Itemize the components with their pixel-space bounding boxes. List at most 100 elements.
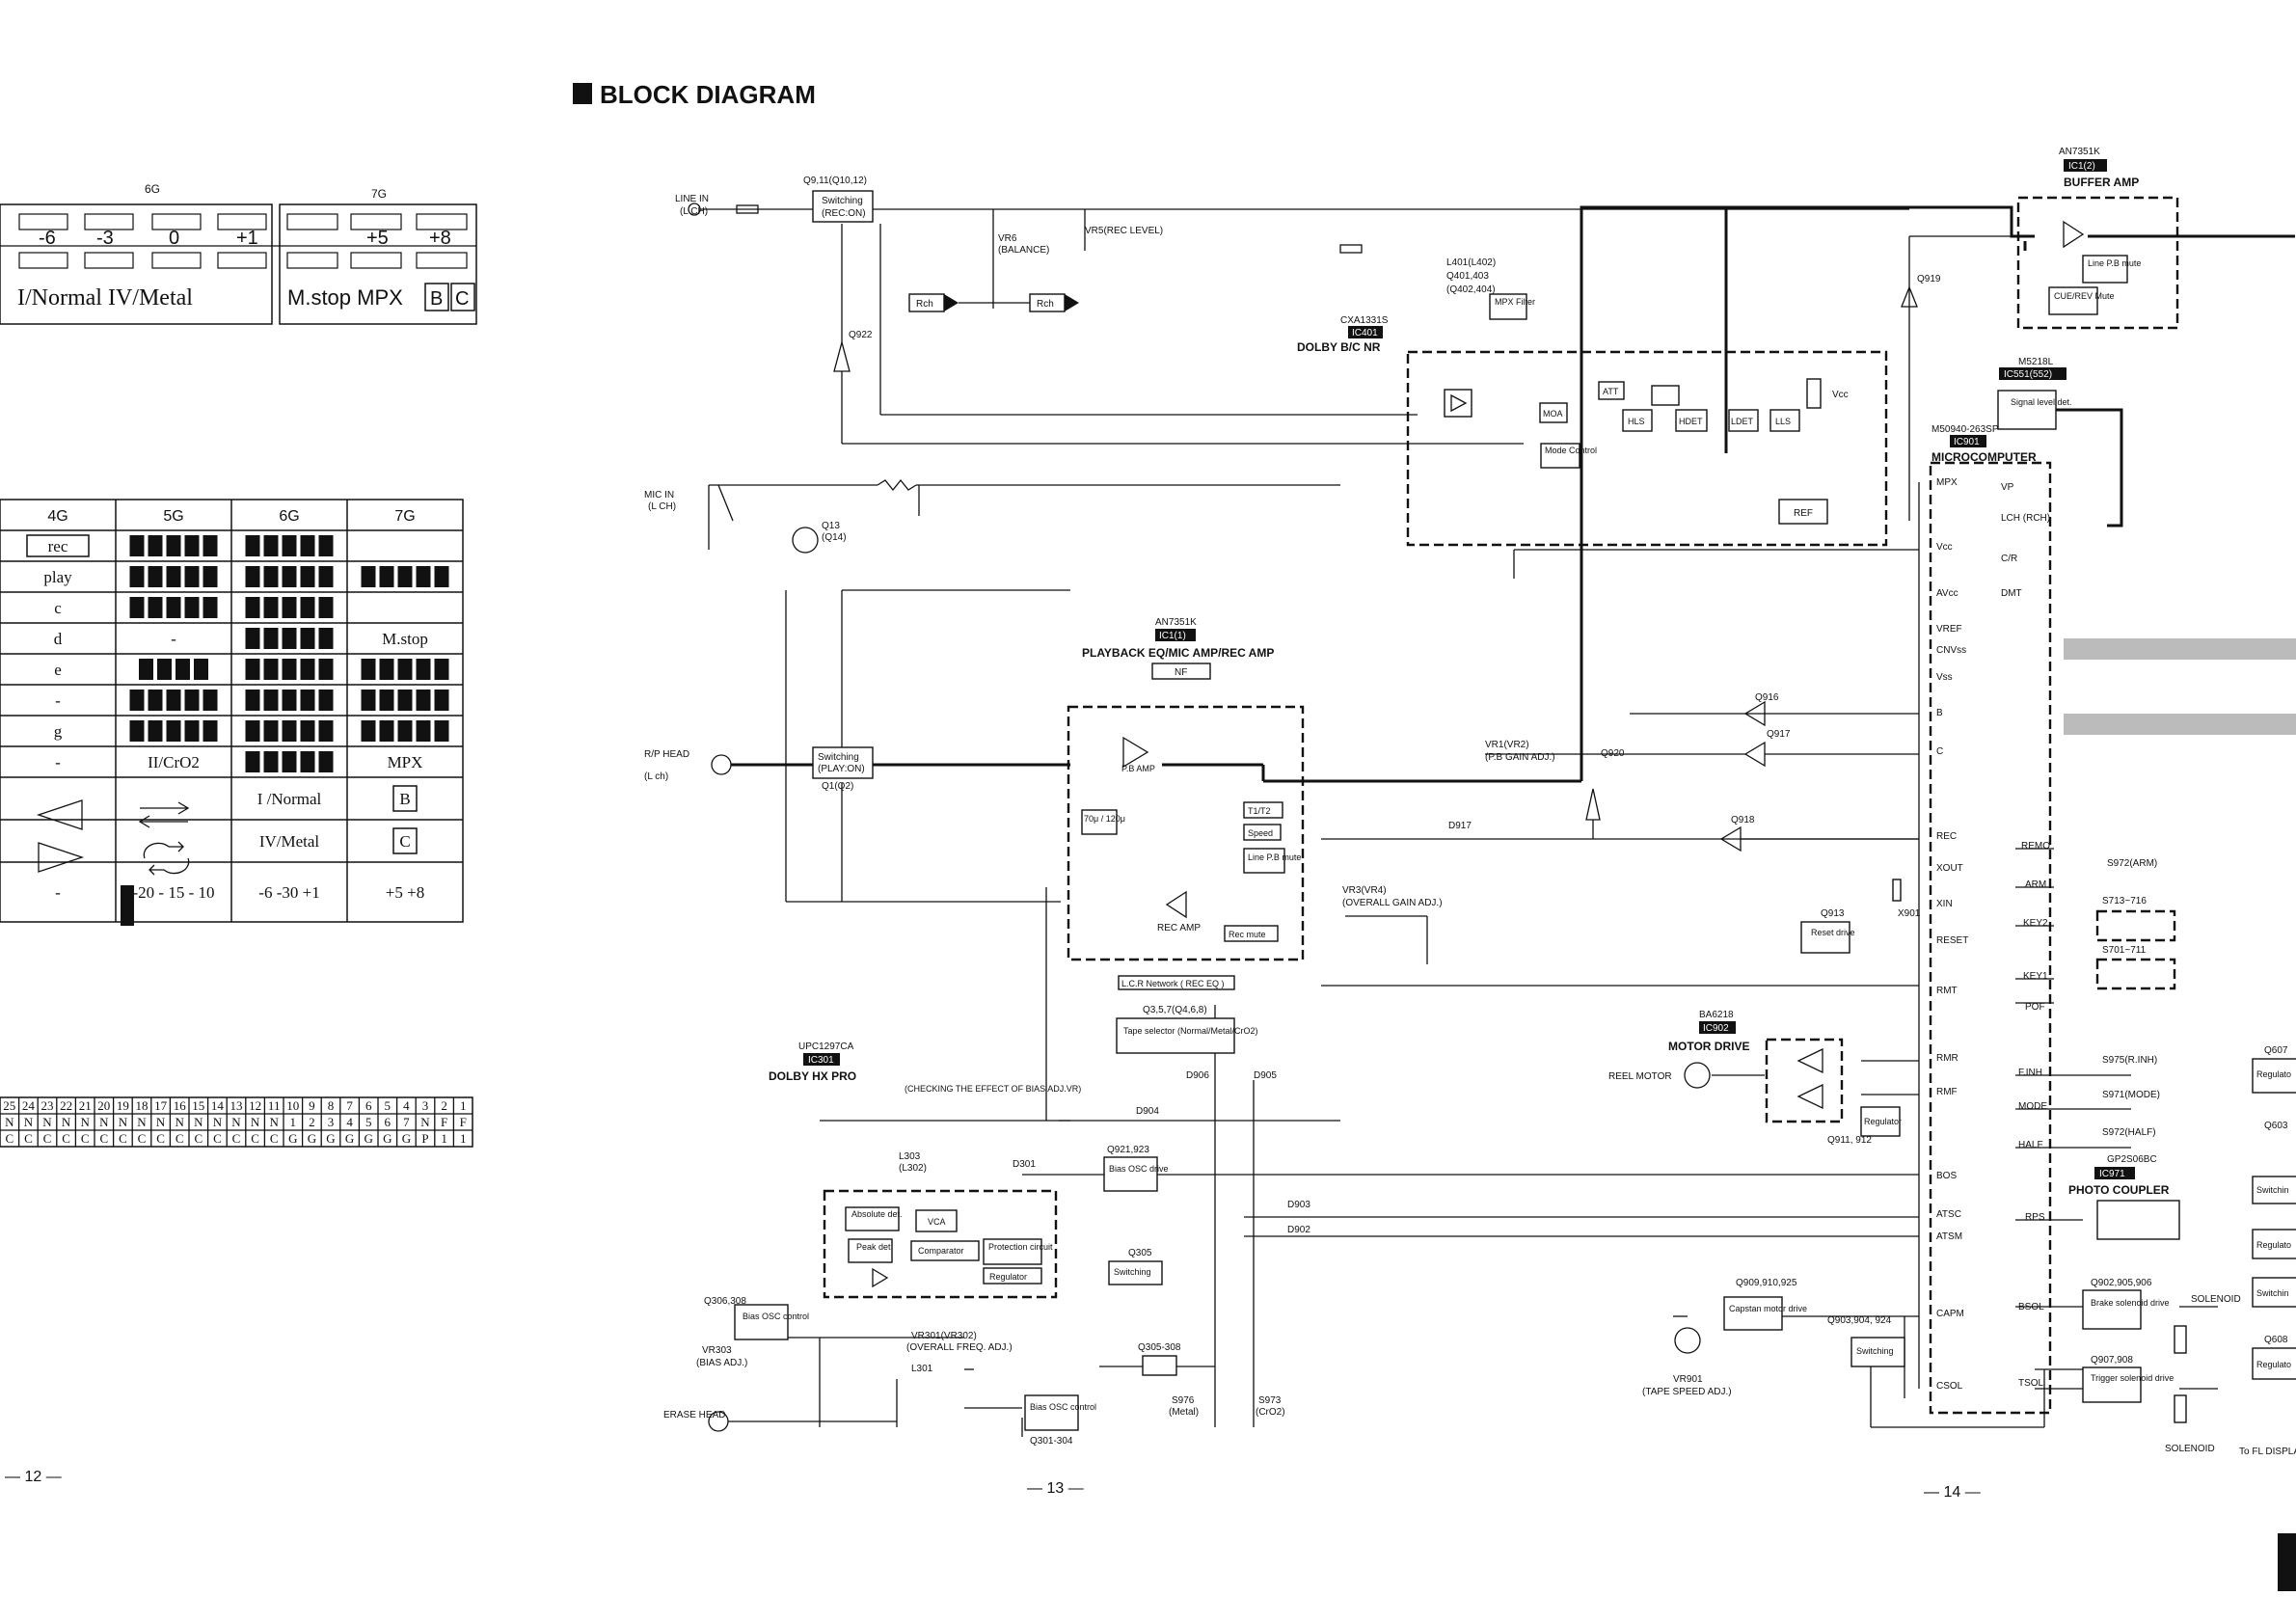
pin-cell: C	[270, 1131, 279, 1146]
seg-cell: play	[43, 568, 72, 586]
svg-text:Q301-304: Q301-304	[1030, 1436, 1073, 1447]
svg-text:S975(R.INH): S975(R.INH)	[2102, 1055, 2157, 1066]
svg-text:(L302): (L302)	[899, 1163, 927, 1174]
svg-text:Bias OSC control: Bias OSC control	[743, 1312, 809, 1321]
pin-cell: G	[308, 1131, 316, 1146]
svg-text:Q1(Q2): Q1(Q2)	[822, 781, 853, 792]
seg-cell: B	[399, 790, 410, 808]
pin-cell: 5	[385, 1098, 392, 1113]
pin-cell: 5	[365, 1115, 372, 1129]
svg-text:M5218L: M5218L	[2018, 357, 2054, 367]
segment-block	[361, 720, 376, 742]
segment-block	[245, 751, 260, 772]
pin-cell: C	[24, 1131, 33, 1146]
svg-text:Regulato: Regulato	[2256, 1240, 2291, 1250]
segment-block	[282, 690, 297, 711]
svg-text:IC551(552): IC551(552)	[2004, 369, 2052, 380]
svg-text:IC1(2): IC1(2)	[2068, 161, 2095, 172]
segment-block	[416, 690, 431, 711]
svg-text:D917: D917	[1448, 821, 1472, 831]
segment-block	[361, 566, 376, 587]
pin-cell: C	[251, 1131, 259, 1146]
pin-cell: N	[119, 1115, 128, 1129]
mc-pin-label: CSOL	[1936, 1381, 1963, 1392]
segment-block	[300, 597, 315, 618]
segment-block	[379, 720, 394, 742]
pin-cell: G	[345, 1131, 354, 1146]
svg-text:Q3,5,7(Q4,6,8): Q3,5,7(Q4,6,8)	[1143, 1005, 1207, 1015]
digit-6g-1: -3	[96, 228, 114, 249]
page-number-13: — 13 —	[1027, 1480, 1084, 1497]
seg-cell: g	[54, 722, 63, 741]
svg-text:Q907,908: Q907,908	[2091, 1355, 2133, 1366]
digit-6g-3: +1	[236, 228, 258, 249]
pin-cell: N	[24, 1115, 34, 1129]
svg-text:ATT: ATT	[1603, 387, 1619, 396]
segment-block	[148, 566, 163, 587]
mc-pin-label: VREF	[1936, 624, 1962, 635]
svg-text:Capstan motor drive: Capstan motor drive	[1729, 1304, 1807, 1313]
segment-block	[148, 597, 163, 618]
segment-block	[245, 720, 260, 742]
svg-text:ERASE HEAD: ERASE HEAD	[663, 1410, 725, 1420]
mc-pin-label-right: LCH (RCH)	[2001, 513, 2050, 524]
segment-block	[434, 659, 449, 680]
svg-text:Switching: Switching	[1114, 1267, 1151, 1277]
svg-text:MODE: MODE	[2018, 1101, 2047, 1112]
mc-pin-label: MPX	[1936, 477, 1958, 488]
mc-pin-label: ATSM	[1936, 1231, 1962, 1242]
seg-cell: IV/Metal	[259, 832, 320, 851]
mc-pin-label: CNVss	[1936, 645, 1966, 656]
mc-pin-label: RMR	[1936, 1053, 1958, 1064]
svg-text:REEL MOTOR: REEL MOTOR	[1608, 1071, 1672, 1082]
segment-block	[282, 628, 297, 649]
digit-7g-0: +5	[366, 228, 389, 249]
pin-cell: 6	[365, 1098, 372, 1113]
seg-cell: -	[55, 883, 61, 902]
segment-block	[194, 659, 208, 680]
pin-cell: 14	[211, 1098, 225, 1113]
segment-block	[282, 751, 297, 772]
grid-label-7g: 7G	[371, 187, 387, 201]
pin-cell: 1	[441, 1131, 447, 1146]
svg-text:REMO: REMO	[2021, 841, 2050, 852]
mc-pin-label: B	[1936, 708, 1943, 718]
svg-text:BUFFER AMP: BUFFER AMP	[2064, 176, 2139, 189]
segment-block	[148, 690, 163, 711]
digit-6g-2: 0	[169, 228, 179, 249]
ic551-signal-level-block	[1997, 390, 2057, 430]
segment-block	[166, 535, 181, 556]
segment-block	[263, 597, 279, 618]
pin-cell: N	[251, 1115, 260, 1129]
svg-text:Comparator: Comparator	[918, 1246, 964, 1256]
svg-text:To FL DISPLAY: To FL DISPLAY	[2239, 1447, 2296, 1457]
svg-text:VR5(REC LEVEL): VR5(REC LEVEL)	[1085, 226, 1163, 236]
segment-block	[203, 566, 218, 587]
pin-cell: 18	[136, 1098, 149, 1113]
svg-text:IC301: IC301	[808, 1055, 834, 1066]
mc-pin-label: CAPM	[1936, 1309, 1964, 1319]
svg-text:S976: S976	[1172, 1395, 1195, 1406]
segment-block	[129, 566, 145, 587]
svg-text:Switching: Switching	[1856, 1346, 1894, 1356]
repeat-icon	[143, 841, 190, 876]
svg-text:Tape selector (Normal/Metal/Cr: Tape selector (Normal/Metal/CrO2)	[1123, 1026, 1258, 1036]
segment-block	[263, 690, 279, 711]
pin-cell: 19	[117, 1098, 129, 1113]
pin-cell: N	[137, 1115, 147, 1129]
pin-cell: N	[42, 1115, 52, 1129]
pin-cell: 1	[460, 1098, 467, 1113]
svg-text:D904: D904	[1136, 1106, 1159, 1117]
svg-text:PHOTO COUPLER: PHOTO COUPLER	[2068, 1183, 2170, 1197]
svg-text:Regulator: Regulator	[1864, 1117, 1902, 1126]
wiring	[688, 203, 2296, 1437]
pin-cell: C	[81, 1131, 90, 1146]
segment-block	[263, 628, 279, 649]
svg-text:Q902,905,906: Q902,905,906	[2091, 1278, 2152, 1288]
pin-cell: 23	[41, 1098, 54, 1113]
seg-cell: -	[55, 691, 61, 710]
pin-cell: 2	[441, 1098, 447, 1113]
svg-text:VR6: VR6	[998, 233, 1017, 244]
segment-block	[300, 566, 315, 587]
